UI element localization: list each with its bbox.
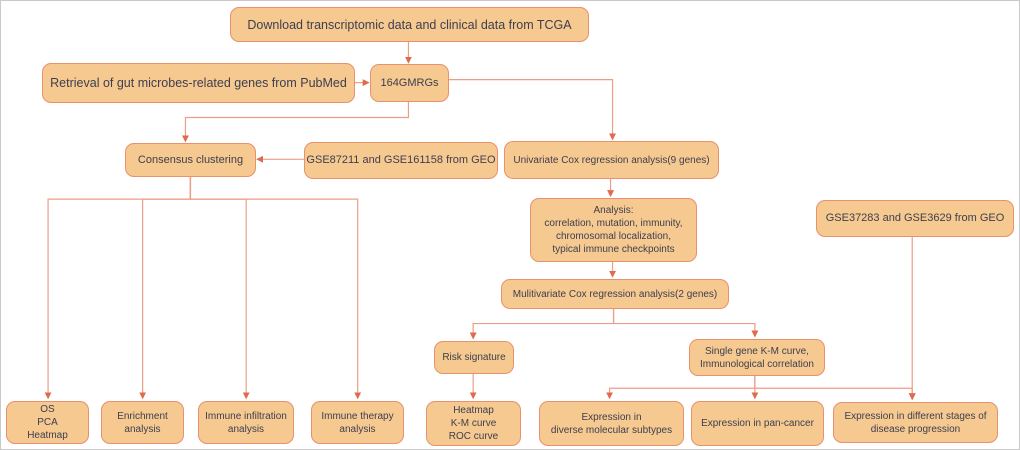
node-consensus: Consensus clustering	[125, 143, 256, 177]
node-multivariate-cox: Mulitivariate Cox regression analysis(2 …	[501, 279, 729, 309]
node-label: Expression in different stages of	[844, 410, 987, 422]
node-label: 164GMRGs	[380, 76, 439, 89]
node-gse87211: GSE87211 and GSE161158 from GEO	[304, 142, 498, 179]
node-label: K-M curve	[450, 418, 497, 429]
node-label: Heatmap	[27, 430, 68, 441]
node-risk-signature: Risk signature	[434, 341, 514, 374]
edge-multivariate-to-risk	[469, 307, 615, 340]
node-label: analysis	[339, 423, 376, 435]
node-analysis: Analysis: correlation, mutation, immunity…	[530, 198, 697, 262]
node-label: Expression in	[581, 411, 642, 423]
node-gse37283: GSE37283 and GSE3629 from GEO	[816, 200, 1014, 237]
edge-gmrgs-to-univariate	[448, 79, 617, 141]
node-label: GSE87211 and GSE161158 from GEO	[306, 154, 496, 166]
node-label: OS	[40, 404, 55, 415]
edge-gmrgs-to-consensus	[181, 101, 410, 143]
node-label: Retrieval of gut microbes-related genes …	[50, 76, 347, 90]
node-label: disease progression	[870, 423, 961, 435]
node-label: Univariate Cox regression analysis(9 gen…	[513, 154, 710, 166]
node-label: Heatmap	[453, 405, 494, 416]
node-label: analysis	[227, 423, 265, 435]
node-label: Immune therapy	[321, 410, 394, 422]
node-os-pca-heatmap: OS PCA Heatmap	[6, 401, 89, 444]
node-gmrgs: 164GMRGs	[370, 64, 449, 102]
node-label: diverse molecular subtypes	[550, 424, 673, 436]
edge-consensus-to-enrichment	[139, 176, 192, 400]
node-label: chromosomal localization,	[555, 231, 672, 242]
edge-singlegene-to-stages	[754, 374, 916, 401]
node-label: PCA	[37, 417, 58, 428]
node-label: Immune infiltration	[205, 410, 287, 422]
node-label: analysis	[124, 423, 161, 435]
node-label: Analysis:	[593, 205, 634, 216]
node-label: GSE37283 and GSE3629 from GEO	[825, 212, 1005, 224]
edge-consensus-to-os	[44, 176, 192, 400]
node-pan-cancer: Expression in pan-cancer	[691, 401, 824, 446]
node-label: Single gene K-M curve,	[705, 345, 809, 357]
node-label: Enrichment	[117, 410, 168, 422]
node-label: Download transcriptomic data and clinica…	[247, 17, 572, 32]
edge-consensus-to-infiltration	[189, 176, 250, 400]
node-label: Immunological correlation	[700, 358, 814, 370]
node-label: Mulitivariate Cox regression analysis(2 …	[512, 288, 718, 300]
node-label: typical immune checkpoints	[552, 244, 675, 255]
edge-singlegene-to-diverse	[606, 374, 756, 400]
edge-consensus-to-therapy	[189, 176, 362, 400]
node-single-gene: Single gene K-M curve,Immunological corr…	[689, 339, 825, 376]
node-label: Expression in pan-cancer	[701, 418, 814, 429]
node-univariate-cox: Univariate Cox regression analysis(9 gen…	[504, 141, 719, 179]
node-label: Risk signature	[442, 352, 506, 363]
node-pubmed: Retrieval of gut microbes-related genes …	[42, 63, 355, 103]
node-label: correlation, mutation, immunity,	[544, 218, 683, 229]
node-label: Consensus clustering	[137, 153, 244, 166]
node-tcga: Download transcriptomic data and clinica…	[230, 7, 589, 42]
edge-multivariate-to-singlegene	[612, 307, 759, 338]
node-label: ROC curve	[448, 431, 499, 442]
